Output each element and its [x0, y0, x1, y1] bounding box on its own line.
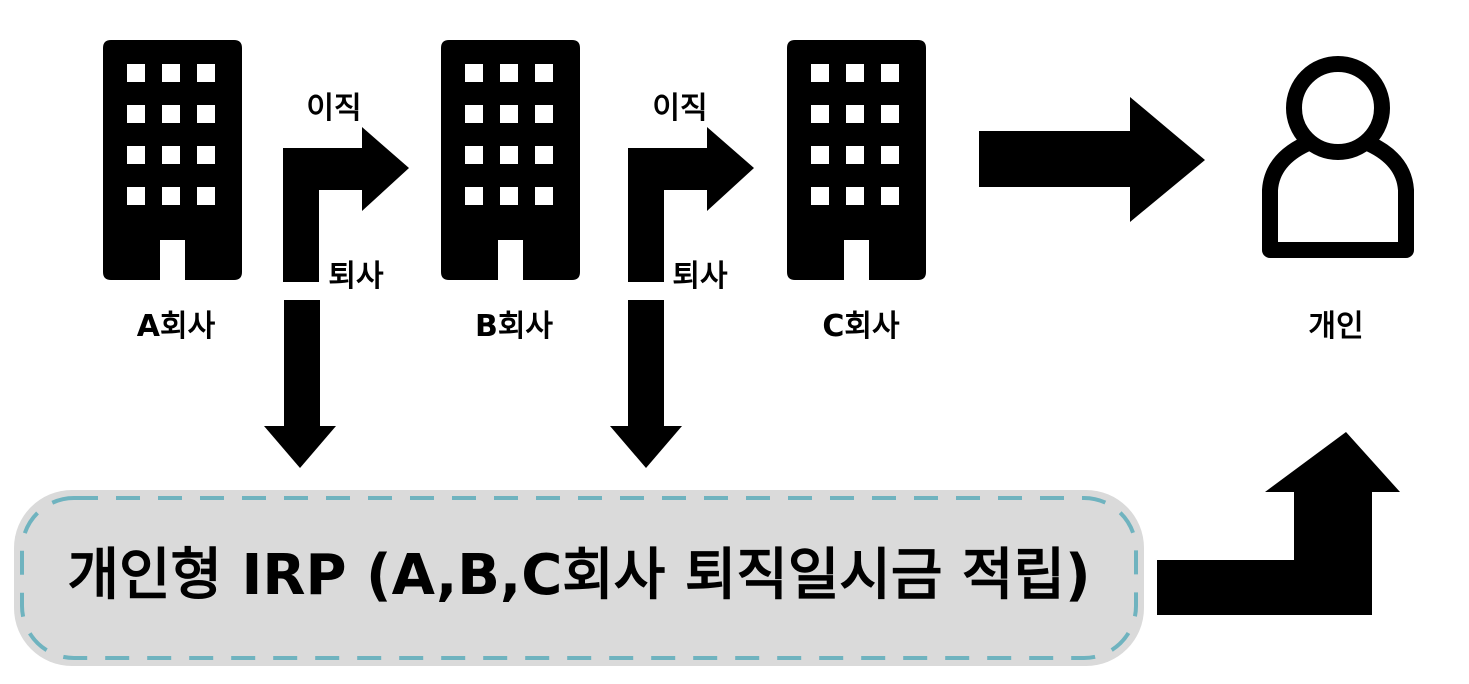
person-label: 개인	[1308, 309, 1364, 344]
building-icon-b	[441, 40, 580, 280]
transition-down-label: 퇴사	[672, 259, 728, 294]
arrow-right-icon	[283, 127, 409, 282]
building-icon-a	[103, 40, 242, 280]
arrow-down-icon	[610, 300, 682, 468]
building-icon-c	[787, 40, 926, 280]
transition-up-label: 이직	[652, 91, 708, 126]
transition-up-label: 이직	[306, 91, 362, 126]
transition-down-label: 퇴사	[328, 259, 384, 294]
arrow-right-icon	[979, 97, 1205, 222]
arrow-down-icon	[264, 300, 336, 468]
company-label-b: B회사	[474, 309, 554, 344]
arrow-right-icon	[628, 127, 754, 282]
arrow-up-icon	[1157, 432, 1400, 615]
company-label-a: A회사	[136, 309, 216, 344]
irp-box: 개인형 IRP (A,B,C회사 퇴직일시금 적립)	[14, 490, 1144, 666]
irp-dashed-border	[20, 496, 1138, 660]
company-label-c: C회사	[822, 309, 900, 344]
person-icon	[1262, 56, 1414, 258]
irp-label: 개인형 IRP (A,B,C회사 퇴직일시금 적립)	[67, 543, 1091, 608]
